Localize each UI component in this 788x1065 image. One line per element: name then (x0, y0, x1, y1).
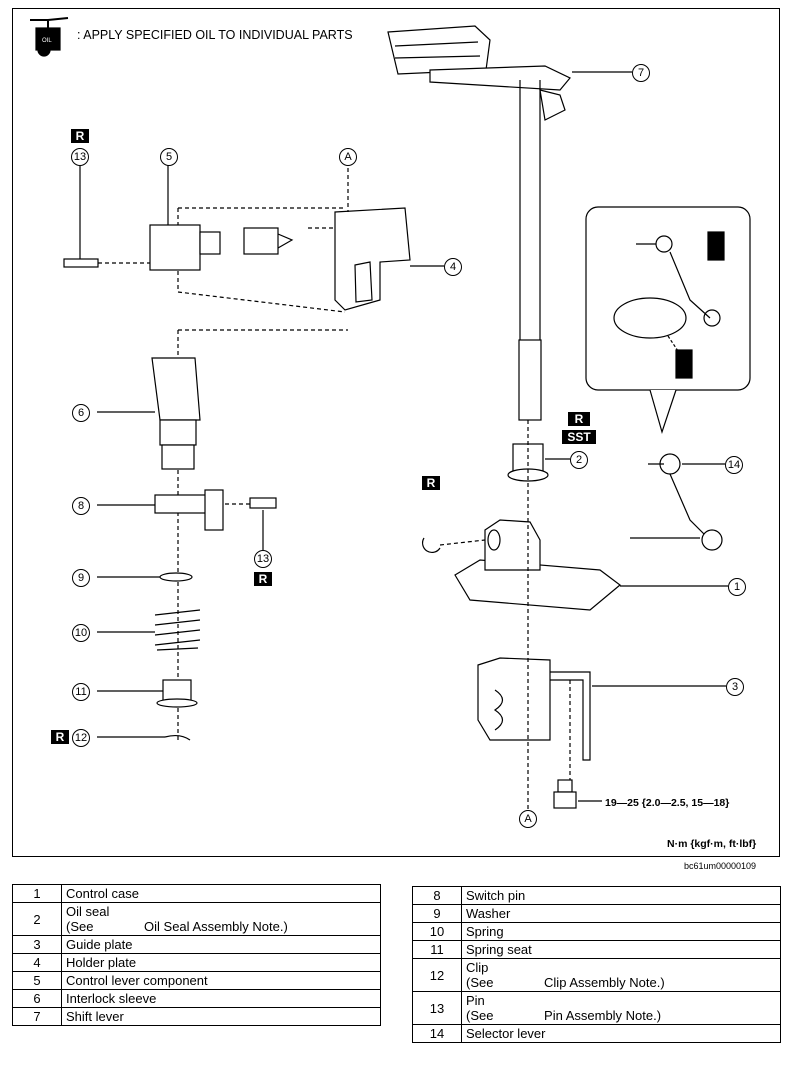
torque-spec: 19—25 {2.0—2.5, 15—18} (605, 797, 730, 809)
part-note: (See Clip Assembly Note.) (466, 975, 665, 990)
sst-badge: SST (562, 430, 596, 444)
part-number: 3 (12, 935, 62, 954)
callout-2: 2 (570, 451, 588, 469)
shift-lever-part (387, 25, 571, 421)
torque-units: N·m {kgf·m, ft·lbf} (667, 838, 757, 850)
washer-part (159, 572, 193, 582)
part-name: Guide plate (61, 935, 381, 954)
callout-4: 4 (444, 258, 462, 276)
part-note: (See Oil Seal Assembly Note.) (66, 919, 288, 934)
callout-3: 3 (726, 678, 744, 696)
holder-plate-part (334, 207, 411, 311)
part-number: 5 (12, 971, 62, 990)
guide-plate-part (477, 657, 591, 761)
clip-small-part (164, 734, 191, 741)
oil-legend-text: : APPLY SPECIFIED OIL TO INDIVIDUAL PART… (77, 28, 353, 42)
part-name: Control lever component (61, 971, 381, 990)
switch-pin-part (154, 489, 277, 531)
r-badge: R (254, 572, 272, 586)
part-name: Oil seal(See Oil Seal Assembly Note.) (61, 902, 381, 936)
spring-seat-part (156, 679, 198, 708)
r-badge: R (71, 129, 89, 143)
r-badge: R (51, 730, 69, 744)
r-badge: R (422, 476, 440, 490)
oil-can-icon: OIL (30, 17, 69, 57)
spring-part (154, 609, 201, 651)
callout-1: 1 (728, 578, 746, 596)
part-number: 13 (412, 991, 462, 1025)
part-number: 7 (12, 1007, 62, 1026)
part-name: Shift lever (61, 1007, 381, 1026)
control-case-part (454, 519, 621, 611)
part-number: 10 (412, 922, 462, 941)
callout-5: 5 (160, 148, 178, 166)
part-name: Switch pin (461, 886, 781, 905)
callout-7: 7 (632, 64, 650, 82)
svg-text:OIL: OIL (42, 38, 52, 44)
part-name: Clip(See Clip Assembly Note.) (461, 958, 781, 992)
part-name: Selector lever (461, 1024, 781, 1043)
part-number: 14 (412, 1024, 462, 1043)
part-number: 6 (12, 989, 62, 1008)
part-number: 8 (412, 886, 462, 905)
callout-10: 10 (72, 624, 90, 642)
part-name: Spring (461, 922, 781, 941)
part-number: 1 (12, 884, 62, 903)
callout-9: 9 (72, 569, 90, 587)
diagram-frame (12, 8, 780, 857)
part-name: Spring seat (461, 940, 781, 959)
callout-8: 8 (72, 497, 90, 515)
part-number: 9 (412, 904, 462, 923)
part-number: 12 (412, 958, 462, 992)
callout-13: 13 (254, 550, 272, 568)
part-number: 2 (12, 902, 62, 936)
pin-part (63, 258, 99, 268)
callout-13: 13 (71, 148, 89, 166)
callout-12: 12 (72, 729, 90, 747)
part-name: Interlock sleeve (61, 989, 381, 1008)
callout-14: 14 (725, 456, 743, 474)
bolt-part (553, 779, 577, 809)
callout-6: 6 (72, 404, 90, 422)
r-badge: R (568, 412, 590, 426)
part-name: Pin(See Pin Assembly Note.) (461, 991, 781, 1025)
ref-a-bottom: A (519, 810, 537, 828)
part-name: Washer (461, 904, 781, 923)
interlock-sleeve-part (151, 357, 201, 470)
callout-11: 11 (72, 683, 90, 701)
ref-a-top: A (339, 148, 357, 166)
part-note: (See Pin Assembly Note.) (466, 1008, 662, 1023)
part-name: Holder plate (61, 953, 381, 972)
part-name: Control case (61, 884, 381, 903)
part-number: 4 (12, 953, 62, 972)
selector-lever-part (630, 453, 723, 551)
part-number: 11 (412, 940, 462, 959)
control-lever-part (149, 224, 294, 271)
clip-part (421, 537, 441, 554)
exploded-view-diagram: OIL (30, 17, 751, 810)
image-code: bc61um00000109 (684, 861, 757, 871)
